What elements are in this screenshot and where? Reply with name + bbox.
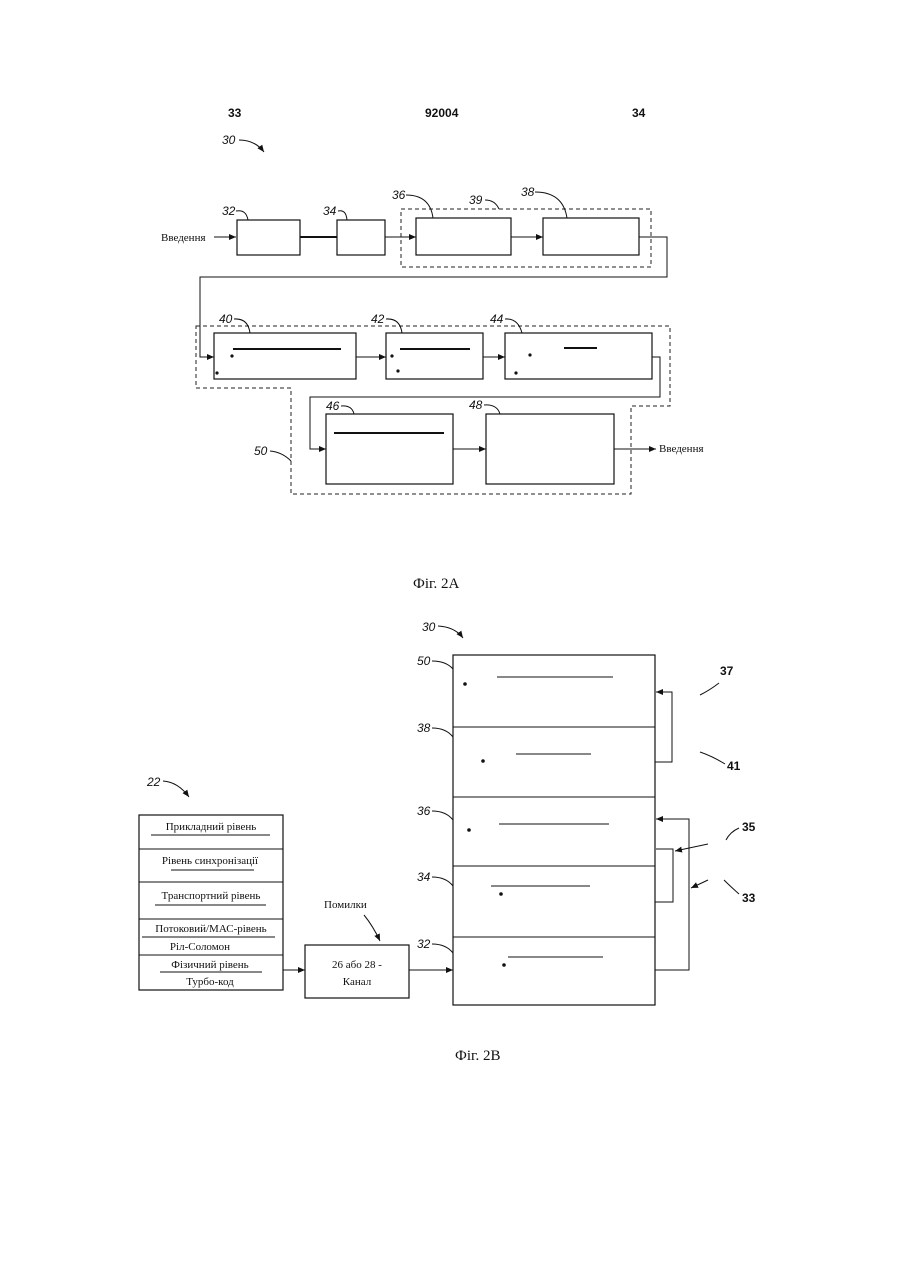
header-right-page-number: 34 [632, 106, 646, 120]
fig2b-errors-label: Помилки [324, 899, 367, 911]
fig2a-block-44 [505, 333, 652, 379]
fig2a-ref-30-arrow [239, 140, 264, 152]
figure-2b: 22 Прикладний рівень Рівень синхронізаці… [139, 620, 756, 1064]
fig2b-ref-34-leader [432, 877, 453, 886]
fig2a-block-36 [416, 218, 511, 255]
fig2b-ref-36-leader [432, 811, 453, 820]
fig2b-caption: Фіг. 2В [455, 1048, 500, 1064]
fig2a-ref-30: 30 [222, 133, 236, 147]
fig2a-ref-39-leader [485, 200, 499, 209]
fig2b-ref-37: 37 [720, 664, 734, 678]
fig2a-block-38 [543, 218, 639, 255]
fig2b-layer-transport: Транспортний рівень [162, 890, 261, 902]
fig2a-ref-48: 48 [469, 398, 483, 412]
fig2b-ref-35: 35 [742, 820, 756, 834]
fig2b-layer-sync: Рівень синхронізації [162, 855, 259, 867]
fig2b-errors-arrow [364, 915, 380, 941]
fig2a-group-50 [196, 326, 670, 494]
fig2a-block-48 [486, 414, 614, 484]
fig2a-ref-34-leader [338, 211, 347, 220]
fig2b-channel-block [305, 945, 409, 998]
fig2a-block-32 [237, 220, 300, 255]
fig2b-ref-33-leader [724, 880, 739, 894]
fig2b-ref-34: 34 [417, 870, 431, 884]
fig2a-ref-36-leader [406, 195, 433, 218]
fig2b-feedback-loop-38-50 [655, 692, 672, 762]
fig2b-ref-30-arrow [438, 626, 463, 638]
fig2a-caption: Фіг. 2А [413, 576, 459, 592]
fig2b-ref-32-leader [432, 944, 453, 953]
fig2a-ref-44: 44 [490, 312, 504, 326]
fig2a-block-40-dot-b [215, 371, 218, 374]
fig2b-channel-line1: 26 або 28 - [332, 959, 382, 971]
fig2a-ref-38: 38 [521, 185, 535, 199]
fig2a-ref-46-leader [341, 406, 354, 414]
fig2b-layer-reed-solomon: Ріл-Соломон [170, 941, 230, 953]
fig2b-layer-application: Прикладний рівень [166, 821, 257, 833]
fig2b-ref-22-arrow [163, 781, 189, 797]
header-document-number: 92004 [425, 106, 459, 120]
fig2b-channel-line2: Канал [343, 976, 372, 988]
fig2a-ref-32: 32 [222, 204, 236, 218]
fig2a-block-44-dot-a [528, 353, 531, 356]
fig2a-block-34 [337, 220, 385, 255]
fig2a-ref-40: 40 [219, 312, 233, 326]
fig2b-ref-50: 50 [417, 654, 431, 668]
fig2b-section-34-dot [499, 892, 503, 896]
fig2b-arrow-35 [675, 844, 708, 851]
fig2a-ref-36: 36 [392, 188, 406, 202]
fig2a-ref-32-leader [236, 211, 248, 220]
fig2b-feedback-loop-34-36 [655, 849, 673, 902]
fig2a-block-40 [214, 333, 356, 379]
fig2a-block-46 [326, 414, 453, 484]
fig2a-link-44-46 [310, 357, 660, 449]
fig2b-ref-41-leader [700, 752, 725, 764]
fig2b-receiver-stack [453, 655, 655, 1005]
fig2a-ref-50: 50 [254, 444, 268, 458]
fig2b-layer-physical: Фізичний рівень [171, 959, 248, 971]
fig2a-block-42-dot-a [390, 354, 393, 357]
fig2b-ref-37-leader [700, 683, 719, 695]
fig2a-ref-38-leader [535, 192, 567, 218]
fig2b-ref-22: 22 [146, 775, 161, 789]
fig2a-ref-48-leader [484, 405, 500, 414]
fig2b-ref-32: 32 [417, 937, 431, 951]
fig2b-ref-35-leader [726, 828, 739, 840]
fig2a-input-label: Введення [161, 232, 206, 244]
fig2b-feedback-loop-32-36 [655, 819, 689, 970]
fig2b-ref-50-leader [432, 661, 453, 669]
fig2a-block-42-dot-b [396, 369, 399, 372]
fig2b-ref-38-leader [432, 728, 453, 737]
fig2b-section-50-dot [463, 682, 467, 686]
fig2b-section-38-dot [481, 759, 485, 763]
fig2a-ref-50-leader [270, 451, 291, 461]
fig2a-ref-34: 34 [323, 204, 337, 218]
fig2b-layer-stream-mac: Потоковий/МАС-рівень [155, 923, 266, 935]
fig2a-block-42 [386, 333, 483, 379]
fig2a-ref-46: 46 [326, 399, 340, 413]
fig2a-ref-39: 39 [469, 193, 483, 207]
header-left-page-number: 33 [228, 106, 242, 120]
fig2a-ref-42: 42 [371, 312, 385, 326]
fig2b-section-32-dot [502, 963, 506, 967]
fig2a-block-44-dot-b [514, 371, 517, 374]
fig2b-ref-36: 36 [417, 804, 431, 818]
fig2b-arrow-33 [691, 880, 708, 888]
fig2b-layer-turbo-code: Турбо-код [186, 976, 234, 988]
fig2a-block-40-dot-a [230, 354, 233, 357]
fig2a-output-label: Введення [659, 443, 704, 455]
figure-2a: 30 Введення 32 34 39 36 38 50 [161, 133, 704, 592]
fig2b-ref-33: 33 [742, 891, 756, 905]
fig2b-ref-30: 30 [422, 620, 436, 634]
fig2b-ref-38: 38 [417, 721, 431, 735]
fig2b-ref-41: 41 [727, 759, 741, 773]
fig2b-section-36-dot [467, 828, 471, 832]
